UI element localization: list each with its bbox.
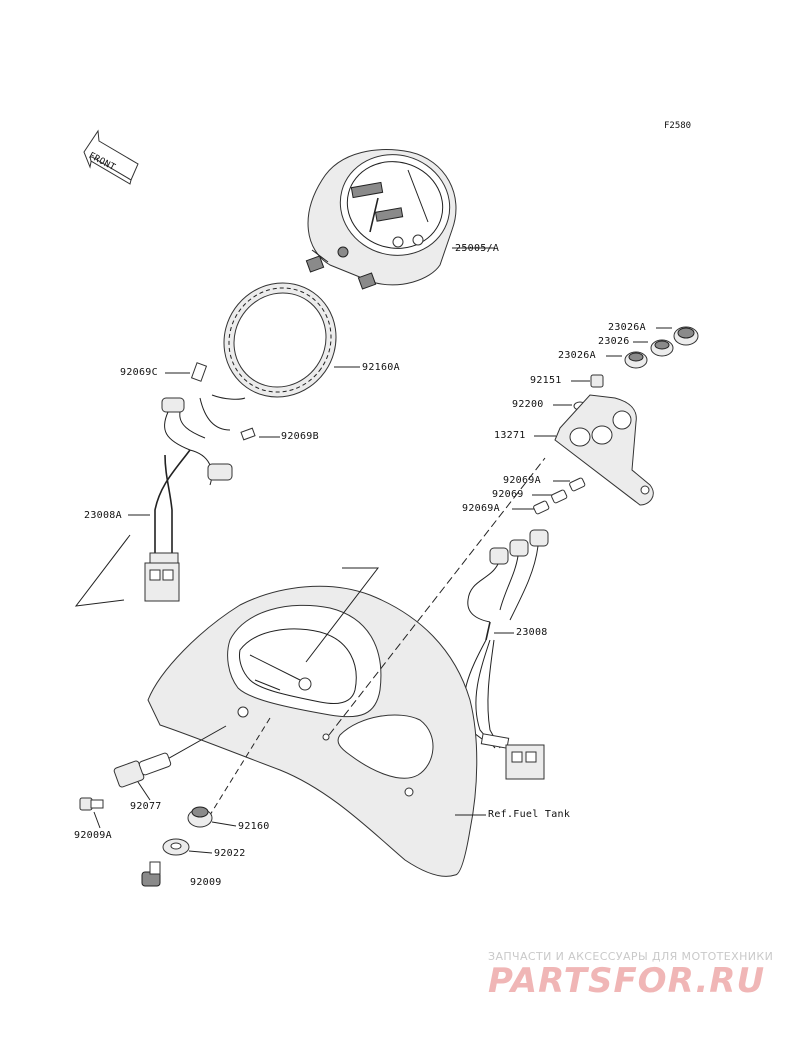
left-harness-part <box>144 362 280 602</box>
callout-indicator-a-top: 23026A <box>608 322 646 333</box>
callout-grommet: 92160 <box>238 821 270 832</box>
callout-ring: 92160A <box>362 362 400 373</box>
callout-speedometer: 25005/A <box>455 243 500 254</box>
callout-fuel-tank-ref: Ref.Fuel Tank <box>488 809 571 820</box>
callout-screw: 92009A <box>74 830 112 841</box>
callout-bulb-a-top: 92069A <box>503 475 541 486</box>
speedometer-part <box>305 149 457 290</box>
watermark-brand: PARTSFOR.RU <box>488 961 766 1001</box>
callout-cap: 92077 <box>130 801 162 812</box>
callout-bolt-92151: 92151 <box>530 375 562 386</box>
watermark-tagline: ЗАПЧАСТИ И АКСЕССУАРЫ ДЛЯ МОТОТЕХНИКИ <box>488 950 774 963</box>
screw-part <box>79 797 104 811</box>
callout-harness-right: 23008 <box>516 627 548 638</box>
cap-part <box>113 752 172 788</box>
callout-bolt: 92009 <box>190 877 222 888</box>
meter-cover-part <box>147 585 478 877</box>
callout-bracket: 13271 <box>494 430 526 441</box>
bulbs-right-part <box>533 477 586 515</box>
bolt-part <box>141 861 161 887</box>
bracket-part <box>554 394 654 506</box>
callout-washer: 92022 <box>214 848 246 859</box>
front-arrow-icon <box>83 129 139 185</box>
callout-indicator-a-bottom: 23026A <box>558 350 596 361</box>
callout-washer-92200: 92200 <box>512 399 544 410</box>
bolt-92151-part <box>590 374 604 388</box>
indicator-lamps-part <box>624 326 699 369</box>
callout-bulb: 92069 <box>492 489 524 500</box>
watermark: ЗАПЧАСТИ И АКСЕССУАРЫ ДЛЯ МОТОТЕХНИКИ PA… <box>488 950 788 1001</box>
callout-harness-left: 23008A <box>84 510 122 521</box>
grommet-part <box>187 806 213 828</box>
figure-code: F2580 <box>664 121 692 131</box>
ring-part <box>223 282 337 398</box>
callout-bulb-socket-c: 92069C <box>120 367 158 378</box>
callout-indicator: 23026 <box>598 336 630 347</box>
callout-bulb-a-bottom: 92069A <box>462 503 500 514</box>
washer-part <box>162 838 190 856</box>
callout-bulb-socket-b: 92069B <box>281 431 319 442</box>
